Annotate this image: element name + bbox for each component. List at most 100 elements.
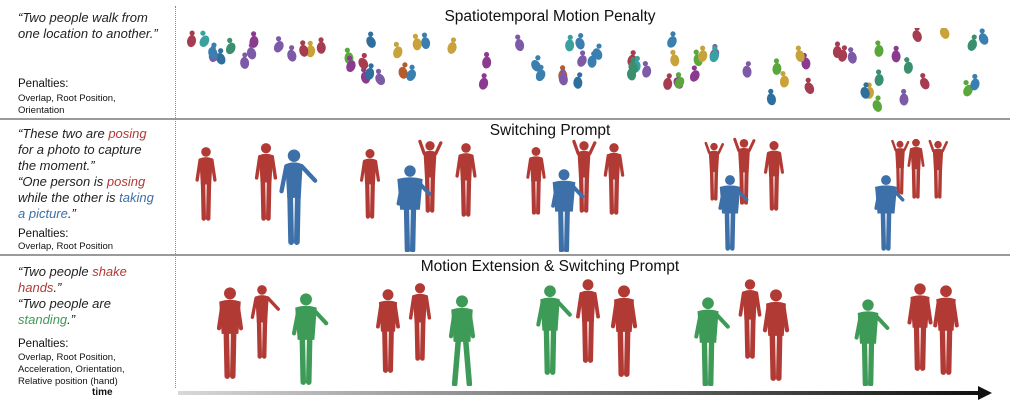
human-figure — [907, 138, 925, 199]
human-figure — [764, 141, 784, 211]
human-figure — [718, 175, 749, 251]
human-figure — [376, 289, 400, 373]
walker-figure — [663, 73, 673, 90]
human-figure — [195, 147, 217, 221]
human-figure — [907, 283, 933, 371]
human-figure — [576, 279, 600, 363]
text-span: “One person is — [18, 174, 107, 189]
row2-prompt-line: a picture.” — [18, 206, 154, 222]
row3-penalty-line: Acceleration, Orientation, — [18, 364, 125, 375]
column-divider — [175, 6, 176, 388]
highlight-hands: hands — [18, 280, 54, 295]
walker-figure — [249, 31, 259, 48]
row2-penalty-line: Overlap, Root Position — [18, 241, 114, 252]
walker-figure — [406, 64, 417, 81]
row3-prompt-1: “Two people shake hands.” — [18, 264, 127, 296]
walker-figure — [912, 28, 922, 42]
row2-title: Switching Prompt — [489, 122, 611, 139]
walker-figure — [939, 28, 950, 39]
human-figure — [291, 293, 329, 385]
walker-figure — [398, 62, 408, 79]
row-spatiotemporal: “Two people walk from one location to an… — [0, 0, 1010, 118]
row2-prompt-line: “One person is posing — [18, 174, 154, 190]
row3-penalty-line: Overlap, Root Position, — [18, 352, 116, 363]
walker-figure — [316, 37, 326, 54]
row-switching-prompt: “These two are posing for a photo to cap… — [0, 120, 1010, 254]
walker-figure — [860, 82, 870, 99]
text-span: .” — [67, 312, 76, 327]
walker-figure — [240, 52, 250, 69]
human-figure — [551, 169, 585, 252]
row1-penalty-line: Orientation — [18, 105, 65, 116]
row3-prompt-2: “Two people are standing.” — [18, 296, 111, 328]
text-span: while the other is — [18, 190, 120, 205]
walker-figure — [575, 32, 585, 50]
walker-figure — [667, 31, 677, 48]
walker-figure — [899, 88, 909, 106]
walker-figure — [577, 50, 587, 67]
walker-figure — [515, 34, 525, 52]
walker-figure — [565, 34, 575, 52]
row-motion-extension: “Two people shake hands.” “Two people ar… — [0, 256, 1010, 388]
time-label: time — [92, 387, 113, 398]
walker-figure — [795, 45, 805, 63]
walker-figure — [903, 57, 913, 74]
human-figure — [448, 295, 476, 386]
highlight-picture: a picture — [18, 206, 68, 221]
human-figure — [408, 283, 432, 361]
human-figure — [738, 279, 762, 359]
walker-figure — [970, 73, 980, 91]
human-figure — [216, 287, 244, 379]
row3-motion-panels — [216, 279, 959, 386]
walker-figure — [963, 79, 973, 97]
row-divider — [0, 118, 1010, 120]
walker-figure — [447, 37, 457, 54]
walker-figure — [670, 49, 680, 67]
human-figure — [572, 139, 597, 213]
row2-penalties-list: Overlap, Root Position — [18, 241, 113, 253]
human-figure — [762, 289, 790, 381]
walker-figure — [375, 68, 386, 86]
row3-title: Motion Extension & Switching Prompt — [420, 258, 680, 275]
highlight-posing: posing — [108, 126, 147, 141]
human-figure — [360, 149, 380, 219]
human-figure — [928, 139, 949, 199]
walker-figure — [215, 48, 226, 65]
row1-penalties-list: Overlap, Root Position, Orientation — [18, 93, 116, 117]
row1-penalty-line: Overlap, Root Position, — [18, 93, 116, 104]
walker-figure — [709, 45, 719, 63]
walker-figure — [299, 40, 309, 57]
walker-figure — [766, 88, 776, 106]
walker-figure — [199, 30, 210, 47]
walker-figure — [919, 72, 930, 90]
walker-figure — [482, 51, 492, 69]
walker-figure — [587, 51, 597, 68]
row3-prompt-line: “Two people shake — [18, 264, 127, 280]
human-figure — [603, 143, 625, 215]
walker-figure — [573, 72, 583, 89]
row2-prompt-line: for a photo to capture — [18, 142, 142, 157]
human-figure — [396, 165, 432, 252]
highlight-standing: standing — [18, 312, 68, 327]
time-arrow — [178, 386, 992, 400]
walker-figure — [674, 72, 685, 89]
row3-prompt-line: hands.” — [18, 280, 127, 296]
human-figure — [854, 299, 890, 386]
walker-figure — [874, 40, 884, 57]
walker-figure — [978, 28, 989, 45]
row3-penalties-list: Overlap, Root Position, Acceleration, Or… — [18, 352, 125, 388]
walker-figure — [393, 41, 403, 59]
walker-figure — [421, 32, 431, 50]
human-figure — [874, 175, 905, 251]
walker-figure — [346, 55, 356, 73]
row1-penalties-heading: Penalties: — [18, 78, 69, 90]
walker-figure — [891, 45, 901, 63]
walker-figure — [186, 30, 197, 48]
walker-figure — [779, 70, 789, 88]
walker-figure — [273, 36, 284, 53]
human-figure — [536, 285, 572, 375]
human-figure — [891, 139, 910, 195]
row2-prompt-line: while the other is taking — [18, 190, 154, 206]
row1-motion-panels — [186, 28, 989, 112]
row1-prompt: “Two people walk from one location to an… — [18, 10, 158, 42]
